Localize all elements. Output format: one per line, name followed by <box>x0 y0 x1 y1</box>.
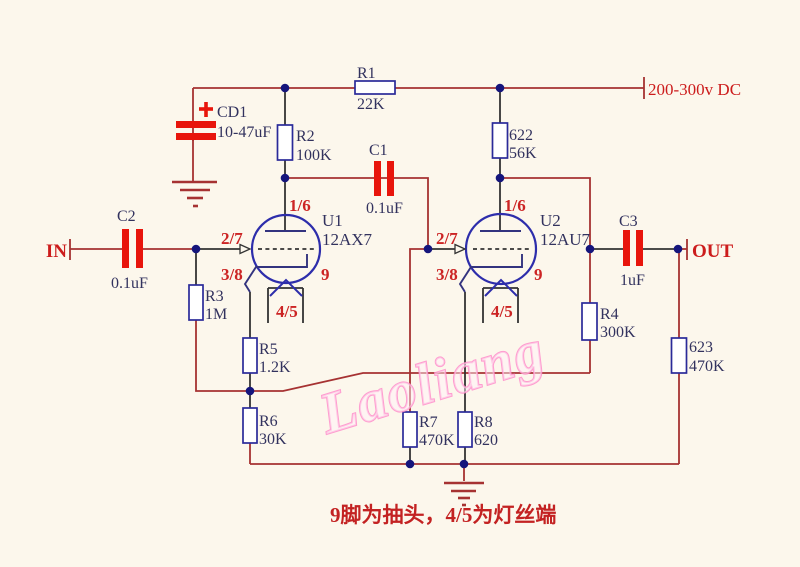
input-label: IN <box>46 241 67 262</box>
output-label: OUT <box>692 241 734 262</box>
junction-dot <box>245 386 255 396</box>
r5-body <box>242 337 258 374</box>
u1-heater-filament <box>269 278 303 297</box>
power-rail-label: 200-300v DC <box>648 80 741 99</box>
wire-r3-bottom <box>195 320 250 392</box>
r56k-ref: 622 <box>509 127 533 144</box>
r2-ref: R2 <box>296 128 315 145</box>
u2-ref: U2 <box>540 211 561 230</box>
u1-pin-heater: 4/5 <box>276 302 298 321</box>
u2-grid-arrow-icon <box>454 243 467 255</box>
u1-cathode <box>243 254 308 293</box>
r8-body <box>457 411 473 448</box>
cd1-value: 10-47uF <box>217 124 271 141</box>
rout-body <box>670 337 688 374</box>
u2-heater-terminals <box>482 287 519 323</box>
r56k-value: 56K <box>509 145 537 162</box>
u2-pin-grid: 2/7 <box>436 229 458 248</box>
r1-value: 22K <box>357 96 385 113</box>
u1-pin-plate: 1/6 <box>289 196 311 215</box>
r4-body <box>581 302 598 341</box>
c3-value: 1uF <box>620 272 645 289</box>
u1-pin-grid: 2/7 <box>221 229 243 248</box>
r2-value: 100K <box>296 147 332 164</box>
r6-body <box>242 407 258 444</box>
r1-ref: R1 <box>357 65 376 82</box>
r7-body <box>402 411 418 448</box>
wire-feedback <box>250 372 590 392</box>
u2-cathode <box>458 254 523 293</box>
junction-dot <box>405 459 415 469</box>
junction-dot <box>585 244 595 254</box>
c2-plate <box>136 229 143 268</box>
junction-dot <box>280 83 290 93</box>
c1-plate <box>374 161 381 196</box>
cd1-plate <box>176 133 216 140</box>
c3-ref: C3 <box>619 213 638 230</box>
r5-ref: R5 <box>259 341 278 358</box>
r1-body <box>354 80 396 95</box>
c1-value: 0.1uF <box>366 200 403 217</box>
r6-value: 30K <box>259 431 287 448</box>
wire-r7-top <box>409 248 428 412</box>
u1-ref: U1 <box>322 211 343 230</box>
u1-model: 12AX7 <box>322 230 373 249</box>
u2-pin-heater: 4/5 <box>491 302 513 321</box>
u1-envelope <box>250 213 322 285</box>
r4-value: 300K <box>600 324 636 341</box>
capacitor-plates <box>122 121 643 268</box>
c1-plate <box>387 161 394 196</box>
r3-value: 1M <box>205 306 227 323</box>
junction-dot <box>423 244 433 254</box>
r5-value: 1.2K <box>259 359 291 376</box>
black-leads <box>195 88 678 464</box>
cd1-plus-icon <box>199 102 213 117</box>
junction-dot <box>191 244 201 254</box>
rout-ref: 623 <box>689 339 713 356</box>
c2-value: 0.1uF <box>111 275 148 292</box>
r2-body <box>276 124 294 161</box>
junction-dot <box>673 244 683 254</box>
cd1-ref: CD1 <box>217 104 247 121</box>
u1-heater-terminals <box>267 287 304 323</box>
u2-model: 12AU7 <box>540 230 591 249</box>
tube-u1 <box>239 213 322 323</box>
c2-plate <box>122 229 129 268</box>
junction-dots <box>191 83 683 469</box>
u1-pin-cathode: 3/8 <box>221 265 243 284</box>
c2-ref: C2 <box>117 208 136 225</box>
r4-ref: R4 <box>600 306 619 323</box>
junction-dot <box>459 459 469 469</box>
r6-ref: R6 <box>259 413 278 430</box>
cd1-plate <box>176 121 216 128</box>
c3-plate <box>623 230 630 266</box>
rout-value: 470K <box>689 358 725 375</box>
junction-dot <box>495 173 505 183</box>
r8-ref: R8 <box>474 414 493 431</box>
u2-heater-filament <box>484 278 518 297</box>
wire-u1plate-c1-u2grid <box>285 177 429 249</box>
ground-cd1 <box>172 180 217 208</box>
r3-ref: R3 <box>205 288 224 305</box>
r7-ref: R7 <box>419 414 438 431</box>
c3-plate <box>636 230 643 266</box>
u2-pin-plate: 1/6 <box>504 196 526 215</box>
labels: 200-300v DC IN OUT CD1 10-47uF R1 22K R2… <box>46 65 741 527</box>
u1-pin-tap: 9 <box>321 265 330 284</box>
r8-value: 620 <box>474 432 498 449</box>
r56k-body <box>491 122 509 159</box>
r3-body <box>188 284 204 321</box>
c1-ref: C1 <box>369 142 388 159</box>
u1-grid-arrow-icon <box>239 243 252 255</box>
note-caption: 9脚为抽头，4/5为灯丝端 <box>330 503 556 527</box>
u2-pin-tap: 9 <box>534 265 543 284</box>
ground-main <box>444 481 484 507</box>
junction-dot <box>495 83 505 93</box>
u2-pin-cathode: 3/8 <box>436 265 458 284</box>
tube-u2 <box>454 212 538 323</box>
resistor-bodies <box>188 80 688 448</box>
r7-value: 470K <box>419 432 455 449</box>
junction-dot <box>280 173 290 183</box>
